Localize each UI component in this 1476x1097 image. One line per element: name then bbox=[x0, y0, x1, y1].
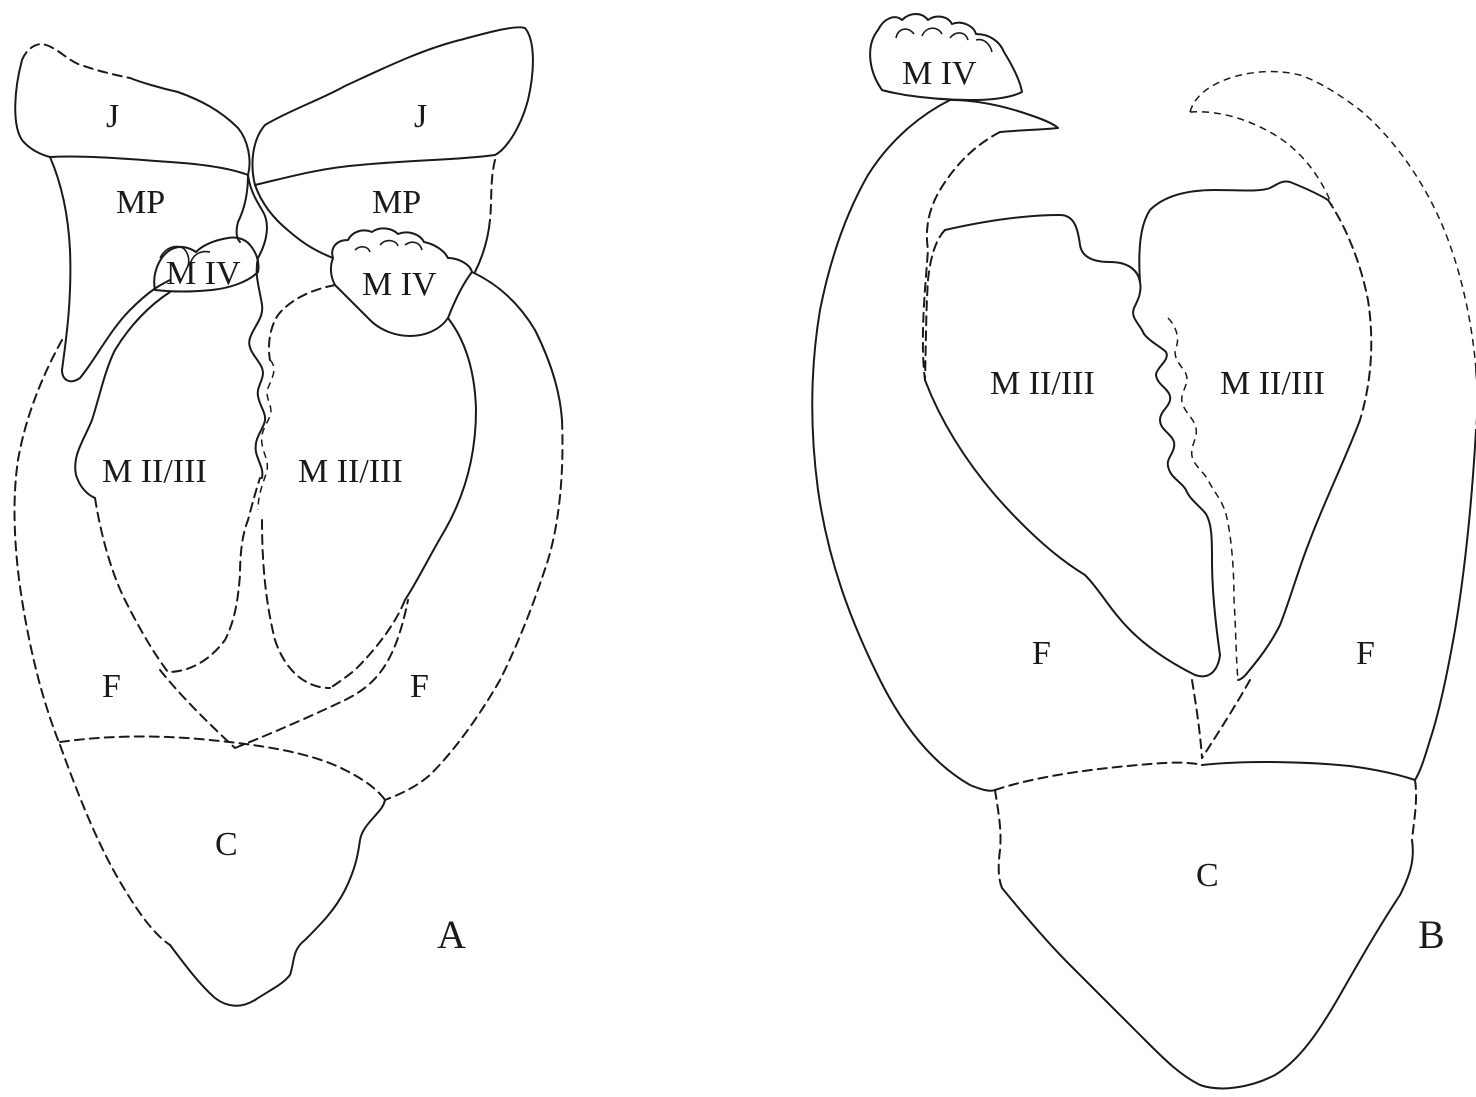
label-a-c: C bbox=[215, 826, 238, 863]
label-a-j-right: J bbox=[414, 98, 427, 135]
right-m23-dashed-right bbox=[330, 600, 405, 688]
right-m23-solid-right bbox=[405, 318, 476, 600]
b-left-inner-dashed bbox=[923, 132, 1000, 380]
right-mp-right-solid bbox=[475, 220, 490, 272]
label-b-c: C bbox=[1196, 857, 1219, 894]
left-m23-dashed bbox=[95, 478, 260, 672]
label-a-m23-left: M II/III bbox=[102, 453, 207, 490]
label-b-f-left: F bbox=[1032, 635, 1051, 672]
b-right-crown-dashed bbox=[1190, 72, 1476, 370]
label-a-m23-right: M II/III bbox=[298, 453, 403, 490]
b-miv-cusps bbox=[896, 28, 992, 52]
label-a-mp-left: MP bbox=[116, 184, 165, 221]
b-right-m23-dashed bbox=[1328, 200, 1371, 420]
c-bottom-solid bbox=[170, 800, 385, 1006]
label-a-f-right: F bbox=[410, 668, 429, 705]
left-jugal-dashed-top bbox=[22, 44, 130, 78]
b-top-solid bbox=[950, 100, 1058, 132]
panel-label-b: B bbox=[1418, 912, 1445, 957]
b-v-dashed-left bbox=[1192, 680, 1202, 758]
b-f-c-boundary-right bbox=[1202, 762, 1415, 780]
figure-b: M IV M II/III M II/III F F C B bbox=[812, 14, 1476, 1088]
b-v-dashed-right bbox=[1202, 680, 1250, 758]
c-left-dashed bbox=[60, 745, 170, 945]
b-right-outer-solid bbox=[1415, 430, 1476, 780]
figure-a: J J MP MP M IV M IV M II/III M II/III F … bbox=[15, 27, 563, 1005]
b-left-m23-solid-bottom bbox=[925, 380, 1220, 676]
b-left-outer-solid bbox=[812, 100, 995, 791]
left-mp-upper-right bbox=[237, 175, 248, 242]
label-a-mp-right: MP bbox=[372, 184, 421, 221]
b-c-right-dashed bbox=[1412, 780, 1416, 840]
label-a-miv-right: M IV bbox=[362, 266, 437, 303]
label-b-m23-right: M II/III bbox=[1220, 365, 1325, 402]
left-outer-dashed bbox=[15, 340, 62, 745]
right-jugal-outline bbox=[252, 27, 532, 185]
b-c-left-dashed bbox=[995, 790, 1002, 888]
right-miv-cusps bbox=[355, 241, 422, 252]
label-b-m23-left: M II/III bbox=[990, 365, 1095, 402]
panel-label-a: A bbox=[437, 912, 466, 957]
b-suture-solid bbox=[1144, 334, 1220, 655]
label-a-f-left: F bbox=[102, 668, 121, 705]
center-suture-solid bbox=[248, 175, 267, 478]
right-outer-dashed bbox=[385, 420, 562, 800]
label-a-miv-left: M IV bbox=[166, 255, 241, 292]
b-right-m23-solid bbox=[1139, 181, 1328, 282]
right-mp-right-dashed bbox=[490, 160, 495, 220]
label-b-miv: M IV bbox=[902, 55, 977, 92]
cross-dashed-right bbox=[235, 600, 408, 748]
b-right-m23-solid-lower bbox=[1238, 420, 1360, 680]
right-outer-solid bbox=[472, 272, 562, 420]
b-left-m23-solid bbox=[945, 215, 1144, 334]
label-a-j-left: J bbox=[106, 98, 119, 135]
f-c-boundary bbox=[60, 736, 385, 800]
b-f-c-boundary bbox=[995, 763, 1202, 790]
label-b-f-right: F bbox=[1356, 635, 1375, 672]
